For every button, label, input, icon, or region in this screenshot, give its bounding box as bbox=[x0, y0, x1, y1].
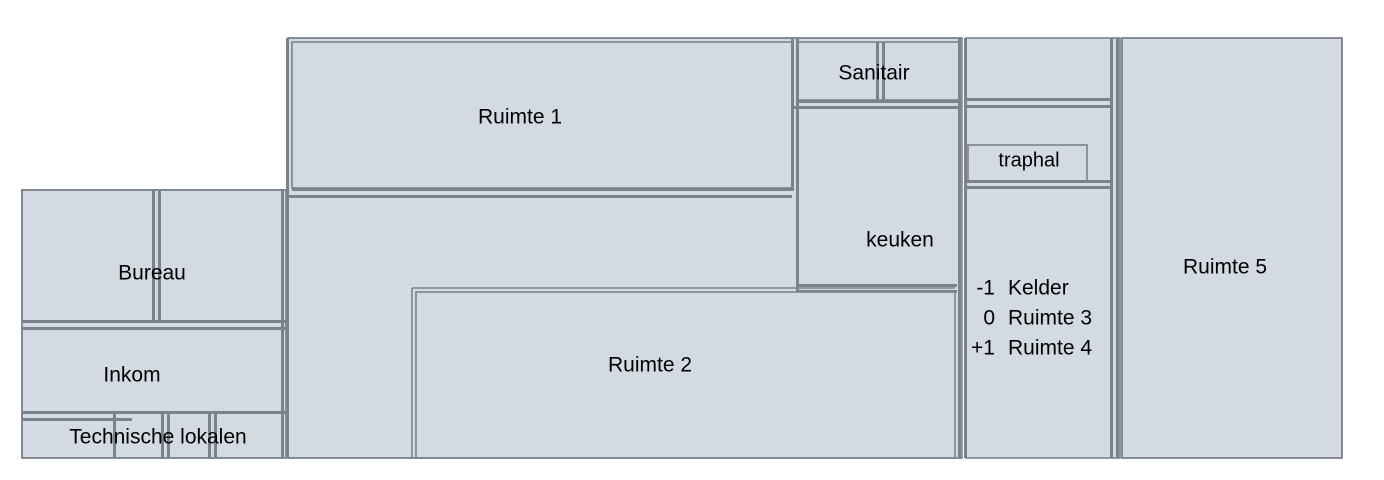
bureau-label: Bureau bbox=[118, 262, 186, 285]
room-keuken[interactable]: keuken bbox=[866, 229, 934, 252]
sanitair-label: Sanitair bbox=[838, 62, 909, 85]
inkom-technische-wall bbox=[22, 411, 286, 421]
room-ruimte-2[interactable]: Ruimte 2 bbox=[411, 287, 956, 459]
traphal-label: traphal bbox=[998, 149, 1059, 171]
ruimte-1-right-wall bbox=[791, 38, 799, 458]
keuken-label: keuken bbox=[866, 229, 934, 252]
technische-partition-2 bbox=[161, 414, 164, 458]
sanitair-partition-wall-2 bbox=[882, 42, 885, 100]
technische-partition-1 bbox=[113, 414, 116, 458]
bureau-inkom-wall bbox=[22, 320, 286, 330]
sanitair-partition-wall bbox=[876, 42, 879, 100]
right-wing-outline bbox=[1121, 37, 1343, 459]
inkom-label: Inkom bbox=[103, 364, 160, 387]
stair-column-upper-divider bbox=[966, 98, 1112, 108]
right-wing-border bbox=[1121, 37, 1343, 459]
legend-level-key: -1 Kelder 0 Ruimte 3 +1 Ruimte 4 bbox=[971, 277, 1092, 360]
legend-level-2: +1 bbox=[971, 337, 995, 360]
technische-lokalen-rect bbox=[24, 421, 284, 456]
ruimte-2-rect bbox=[415, 291, 956, 459]
legend-level-1: 0 bbox=[983, 307, 995, 330]
technische-lokalen-label: Technische lokalen bbox=[69, 426, 246, 449]
stair-column-right-wall bbox=[1110, 38, 1119, 458]
room-technische-lokalen[interactable]: Technische lokalen bbox=[24, 414, 284, 458]
traphal-rect bbox=[967, 144, 1088, 183]
bureau-partition-wall-2 bbox=[158, 190, 161, 322]
ruimte-2-label: Ruimte 2 bbox=[608, 354, 692, 377]
ruimte-1-label: Ruimte 1 bbox=[478, 106, 562, 129]
technische-partition-3 bbox=[167, 414, 170, 458]
technische-partition-5 bbox=[214, 414, 217, 458]
ruimte-2-outer-wall bbox=[411, 287, 955, 458]
room-inkom[interactable]: Inkom bbox=[24, 331, 284, 413]
legend-name-0: Kelder bbox=[1008, 277, 1069, 300]
central-wing-border bbox=[287, 37, 962, 459]
room-sanitair[interactable]: Sanitair bbox=[796, 41, 960, 101]
legend-level-0: -1 bbox=[976, 277, 995, 300]
ruimte-1-bottom-wall bbox=[288, 188, 792, 198]
bureau-partition-wall bbox=[152, 190, 155, 322]
sanitair-bottom-wall bbox=[792, 100, 959, 109]
room-traphal[interactable]: traphal bbox=[967, 144, 1088, 183]
ruimte-1-rect bbox=[291, 41, 793, 189]
left-wing-border bbox=[21, 189, 286, 459]
room-ruimte-5[interactable]: Ruimte 5 bbox=[1183, 256, 1267, 279]
room-bureau[interactable]: Bureau bbox=[21, 189, 287, 323]
technische-partition-4 bbox=[208, 414, 211, 458]
room-ruimte-1[interactable]: Ruimte 1 bbox=[291, 41, 793, 189]
stair-column-left-wall bbox=[958, 38, 967, 458]
ruimte-5-label: Ruimte 5 bbox=[1183, 256, 1267, 279]
inkom-rect bbox=[24, 331, 284, 413]
traphal-bottom-wall bbox=[966, 180, 1112, 189]
legend-name-1: Ruimte 3 bbox=[1008, 307, 1092, 330]
legend-name-2: Ruimte 4 bbox=[1008, 337, 1092, 360]
